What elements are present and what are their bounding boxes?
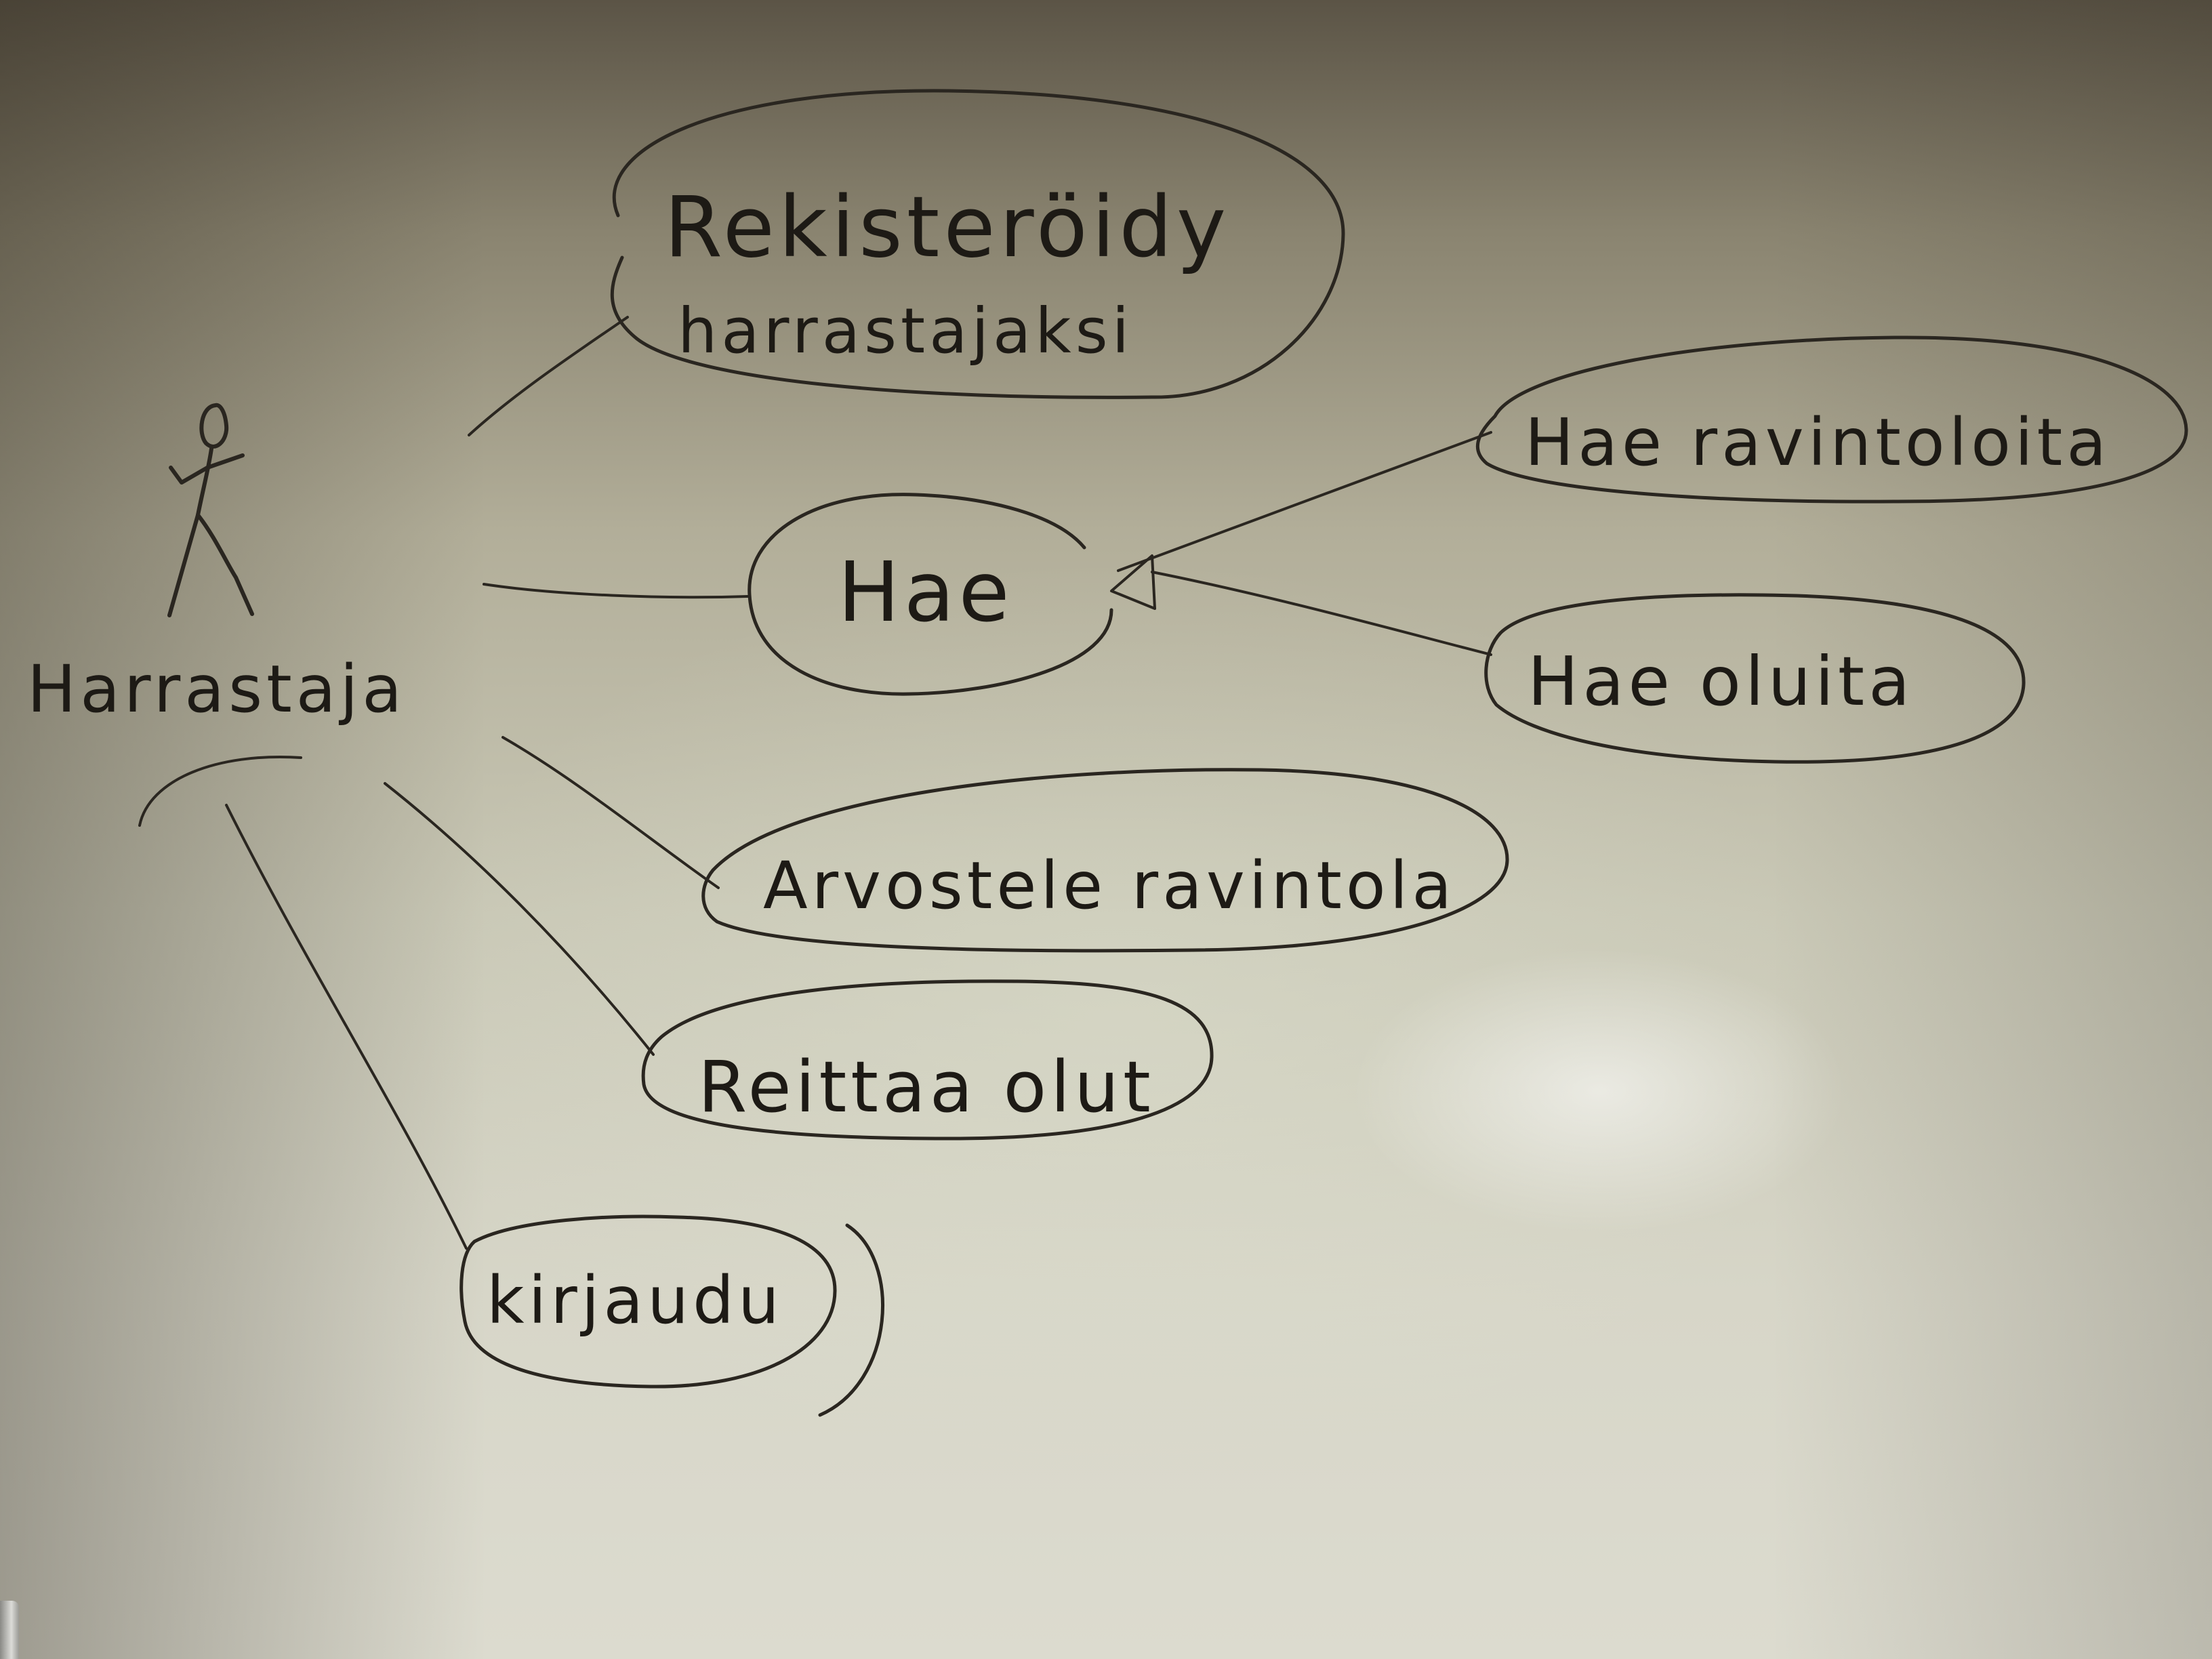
usecase-review-restaurant-oval: [701, 768, 1509, 953]
usecase-review-restaurant-label: Arvostele ravintola: [763, 848, 1456, 924]
usecase-search-restaurants-oval: [1475, 335, 2188, 504]
generalization-search-restaurants: [1117, 431, 1492, 572]
usecase-register-label-2: harrastajaksi: [678, 295, 1133, 367]
usecase-rate-beer-label: Reittaa olut: [698, 1046, 1155, 1128]
actor-stick-figure: [167, 403, 254, 617]
usecase-search-beers-oval: [1484, 593, 2026, 764]
usecase-login-oval: [459, 1214, 837, 1389]
board-clip: [0, 1601, 19, 1659]
usecase-register-label-1: Rekisteröidy: [664, 179, 1230, 276]
association-review-restaurant: [501, 736, 720, 889]
usecase-rate-beer-oval: [641, 979, 1214, 1141]
usecase-search-beers-label: Hae oluita: [1528, 642, 1914, 721]
usecase-search-oval: [747, 493, 1113, 696]
generalization-search-beers: [1151, 571, 1492, 656]
decorative-arc: [138, 756, 302, 827]
association-login: [225, 804, 468, 1250]
usecase-search-restaurants-label: Hae ravintoloita: [1525, 405, 2110, 480]
generalization-triangle: [1110, 554, 1156, 610]
decorative-bracket: [818, 1223, 884, 1417]
association-search: [483, 583, 750, 599]
usecase-login-label: kirjaudu: [487, 1263, 783, 1338]
usecase-search-label: Hae: [838, 544, 1014, 640]
association-register: [468, 316, 629, 436]
usecase-register-oval: [610, 89, 1345, 399]
actor-label: Harrastaja: [27, 651, 406, 727]
association-rate-beer: [384, 782, 655, 1056]
